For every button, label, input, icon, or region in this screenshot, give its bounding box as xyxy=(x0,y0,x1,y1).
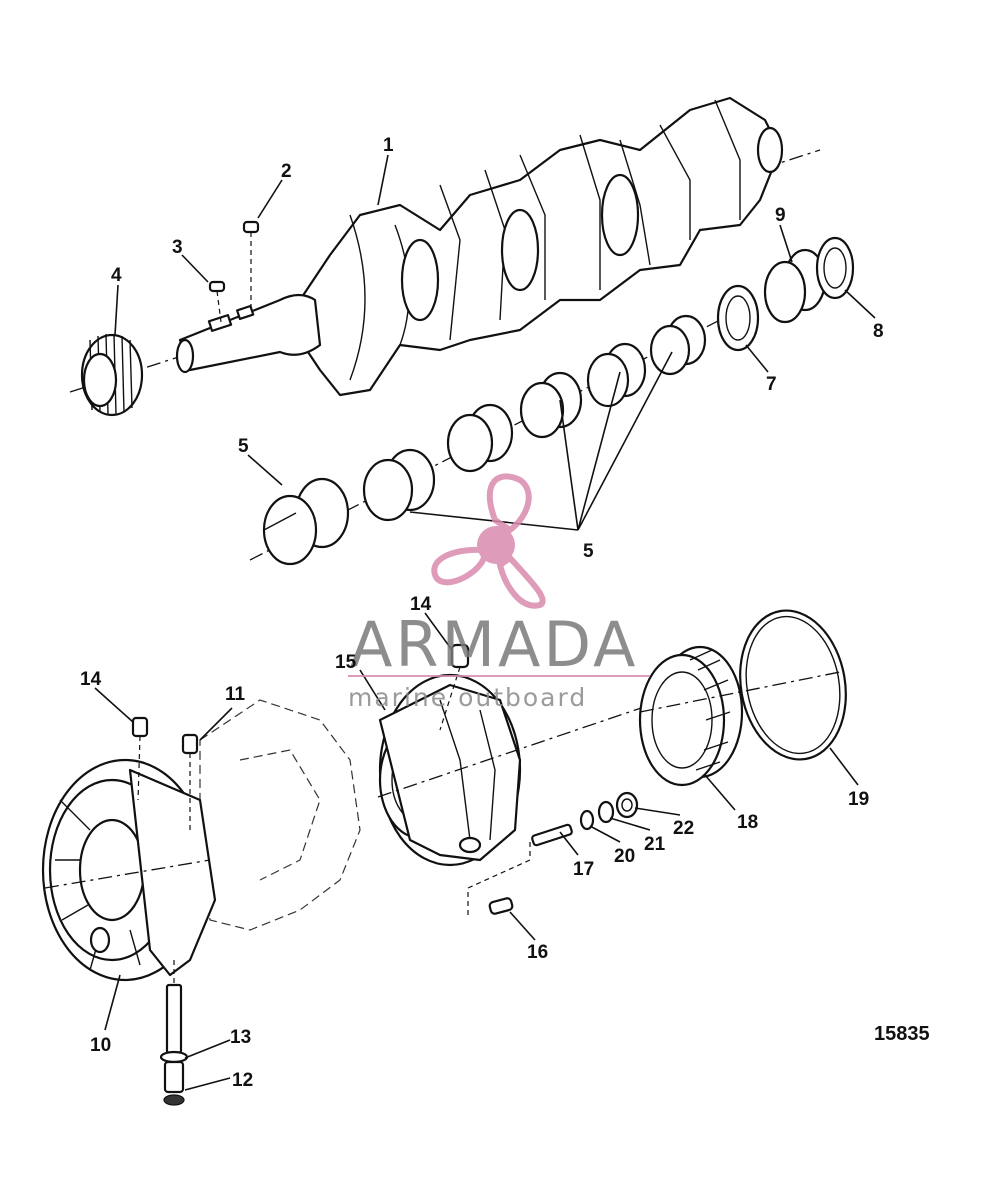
callout-13: 13 xyxy=(230,1027,251,1048)
crankshaft-gear xyxy=(80,333,144,417)
dowel-pin-14-right xyxy=(439,643,470,731)
callout-22: 22 xyxy=(673,818,694,839)
callout-15: 15 xyxy=(335,652,357,673)
bearing-shell xyxy=(262,477,350,566)
callout-4: 4 xyxy=(111,265,122,286)
callout-3: 3 xyxy=(172,237,183,258)
callout-7: 7 xyxy=(766,374,777,395)
callout-17: 17 xyxy=(573,859,594,880)
propeller-logo-icon xyxy=(431,473,546,609)
callout-5b: 5 xyxy=(583,541,594,562)
callout-12: 12 xyxy=(232,1070,253,1091)
callout-2: 2 xyxy=(281,161,292,182)
callout-21: 21 xyxy=(644,834,666,855)
oil-pump-housing xyxy=(377,673,651,867)
callout-19: 19 xyxy=(848,789,869,810)
key-2 xyxy=(242,220,260,312)
washer-20 xyxy=(579,809,595,831)
bearing-shell xyxy=(362,448,436,522)
dowel-pin-11 xyxy=(181,733,199,830)
bolt-12 xyxy=(159,960,189,1106)
nut-22 xyxy=(615,791,639,819)
crankshaft xyxy=(69,96,821,397)
main-bearings xyxy=(249,314,721,566)
watermark-brand: ARMADA xyxy=(350,608,638,681)
bearing-shell xyxy=(519,371,583,439)
armada-watermark: ARMADA marine outboard xyxy=(348,473,650,712)
bearing-shell xyxy=(649,314,707,376)
watermark-tagline: marine outboard xyxy=(348,683,587,712)
thrust-washer-8 xyxy=(815,236,855,300)
key-3 xyxy=(208,280,226,323)
figure-number: 15835 xyxy=(874,1023,930,1045)
callout-1: 1 xyxy=(383,135,394,156)
callout-labels: 1 2 3 4 5 5 7 8 9 10 11 12 13 14 14 15 1… xyxy=(80,135,884,1091)
callout-11: 11 xyxy=(225,684,246,705)
callout-9: 9 xyxy=(775,205,786,226)
thrust-bearing-9 xyxy=(763,248,827,324)
callout-18: 18 xyxy=(737,812,758,833)
callout-10: 10 xyxy=(90,1035,111,1056)
front-bearing-carrier xyxy=(41,758,217,982)
engine-block-outline xyxy=(199,699,361,931)
bearing-shell xyxy=(586,342,647,408)
bearing-shell xyxy=(446,403,514,473)
callout-16: 16 xyxy=(527,942,548,963)
callout-5a: 5 xyxy=(238,436,249,457)
dowel-pin-14-left xyxy=(131,716,149,801)
dowel-16 xyxy=(467,840,531,915)
callout-14b: 14 xyxy=(410,594,432,615)
callout-14a: 14 xyxy=(80,669,102,690)
shaft-17 xyxy=(531,823,573,847)
o-ring-19 xyxy=(639,609,847,761)
callout-20: 20 xyxy=(614,846,635,867)
washer-21 xyxy=(597,800,615,824)
callout-8: 8 xyxy=(873,321,884,342)
thrust-washer-7 xyxy=(716,284,760,352)
roller-bearing-18 xyxy=(638,645,744,787)
